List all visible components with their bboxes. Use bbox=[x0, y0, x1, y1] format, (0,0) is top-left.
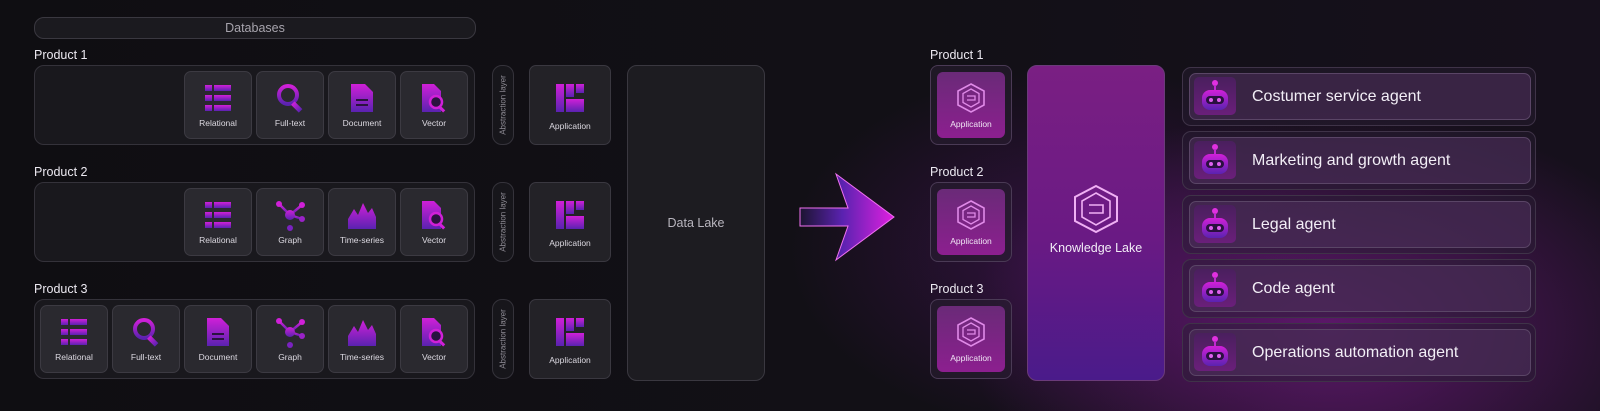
robot-icon bbox=[1202, 336, 1228, 366]
db-label: Graph bbox=[278, 352, 302, 362]
db-label: Relational bbox=[199, 235, 237, 245]
transform-arrow-icon bbox=[799, 172, 895, 262]
application-icon bbox=[556, 318, 584, 346]
application-icon bbox=[556, 201, 584, 229]
abstraction-layer-1: Abstraction layer bbox=[492, 65, 514, 145]
agent-card-operations-automation[interactable]: Operations automation agent bbox=[1182, 323, 1536, 382]
right-application-tile-1[interactable]: Application bbox=[930, 65, 1012, 145]
db-tile-relational[interactable]: Relational bbox=[184, 188, 252, 256]
knowledge-lake: Knowledge Lake bbox=[1027, 65, 1165, 381]
db-tile-graph[interactable]: Graph bbox=[256, 305, 324, 373]
time-series-icon bbox=[348, 203, 376, 229]
application-label: Application bbox=[549, 238, 591, 248]
right-application-tile-2[interactable]: Application bbox=[930, 182, 1012, 262]
right-product-1-label: Product 1 bbox=[930, 48, 984, 62]
graph-icon bbox=[276, 201, 305, 231]
db-tile-document[interactable]: Document bbox=[184, 305, 252, 373]
robot-icon bbox=[1202, 208, 1228, 238]
document-icon bbox=[207, 318, 229, 346]
agent-label: Costumer service agent bbox=[1252, 87, 1421, 105]
databases-header: Databases bbox=[34, 17, 476, 39]
vector-search-icon bbox=[422, 318, 446, 347]
agent-label: Legal agent bbox=[1252, 215, 1336, 233]
magnifier-icon bbox=[277, 84, 303, 113]
db-label: Vector bbox=[421, 235, 447, 245]
db-tile-relational[interactable]: Relational bbox=[40, 305, 108, 373]
robot-icon bbox=[1202, 272, 1228, 302]
db-tile-full-text[interactable]: Full-text bbox=[112, 305, 180, 373]
agent-card-code[interactable]: Code agent bbox=[1182, 259, 1536, 318]
vector-search-icon bbox=[422, 201, 446, 230]
right-product-3-label: Product 3 bbox=[930, 282, 984, 296]
agent-label: Code agent bbox=[1252, 279, 1335, 297]
application-tile-3[interactable]: Application bbox=[529, 299, 611, 379]
db-tile-vector[interactable]: Vector bbox=[400, 71, 468, 139]
application-label: Application bbox=[950, 119, 992, 129]
application-tile-2[interactable]: Application bbox=[529, 182, 611, 262]
db-tile-relational[interactable]: Relational bbox=[184, 71, 252, 139]
db-label: Time-series bbox=[339, 352, 385, 362]
relational-icon bbox=[61, 319, 87, 345]
application-label: Application bbox=[950, 236, 992, 246]
db-label: Graph bbox=[278, 235, 302, 245]
application-icon bbox=[556, 84, 584, 112]
agent-card-marketing-growth[interactable]: Marketing and growth agent bbox=[1182, 131, 1536, 190]
product-1-db-row: Relational Full-text Document Vector bbox=[34, 65, 475, 145]
application-label: Application bbox=[950, 353, 992, 363]
db-tile-full-text[interactable]: Full-text bbox=[256, 71, 324, 139]
application-label: Application bbox=[549, 121, 591, 131]
agent-card-legal[interactable]: Legal agent bbox=[1182, 195, 1536, 254]
application-tile-1[interactable]: Application bbox=[529, 65, 611, 145]
db-tile-document[interactable]: Document bbox=[328, 71, 396, 139]
db-label: Document bbox=[342, 118, 382, 128]
db-tile-graph[interactable]: Graph bbox=[256, 188, 324, 256]
robot-icon bbox=[1202, 144, 1228, 174]
product-3-label: Product 3 bbox=[34, 282, 88, 296]
product-2-label: Product 2 bbox=[34, 165, 88, 179]
db-label: Vector bbox=[421, 352, 447, 362]
agent-card-customer-service[interactable]: Costumer service agent bbox=[1182, 67, 1536, 126]
product-1-label: Product 1 bbox=[34, 48, 88, 62]
vector-search-icon bbox=[422, 84, 446, 113]
knowledge-lake-logo-icon bbox=[1074, 184, 1118, 234]
db-label: Vector bbox=[421, 118, 447, 128]
data-lake: Data Lake bbox=[627, 65, 765, 381]
agent-label: Marketing and growth agent bbox=[1252, 151, 1451, 169]
magnifier-icon bbox=[133, 318, 159, 347]
product-3-db-row: Relational Full-text Document Graph Time… bbox=[34, 299, 475, 379]
product-2-db-row: Relational Graph Time-series Vector bbox=[34, 182, 475, 262]
cube-logo-icon bbox=[957, 83, 985, 113]
agent-label: Operations automation agent bbox=[1252, 343, 1459, 361]
db-label: Time-series bbox=[339, 235, 385, 245]
db-tile-vector[interactable]: Vector bbox=[400, 305, 468, 373]
db-tile-time-series[interactable]: Time-series bbox=[328, 305, 396, 373]
db-label: Document bbox=[198, 352, 238, 362]
application-label: Application bbox=[549, 355, 591, 365]
abstraction-layer-3: Abstraction layer bbox=[492, 299, 514, 379]
knowledge-lake-label: Knowledge Lake bbox=[1049, 241, 1143, 255]
abstraction-layer-2: Abstraction layer bbox=[492, 182, 514, 262]
right-application-tile-3[interactable]: Application bbox=[930, 299, 1012, 379]
cube-logo-icon bbox=[957, 317, 985, 347]
db-tile-vector[interactable]: Vector bbox=[400, 188, 468, 256]
document-icon bbox=[351, 84, 373, 112]
time-series-icon bbox=[348, 320, 376, 346]
db-label: Full-text bbox=[274, 118, 306, 128]
relational-icon bbox=[205, 85, 231, 111]
relational-icon bbox=[205, 202, 231, 228]
db-label: Relational bbox=[55, 352, 93, 362]
robot-icon bbox=[1202, 80, 1228, 110]
cube-logo-icon bbox=[957, 200, 985, 230]
db-label: Full-text bbox=[130, 352, 162, 362]
db-tile-time-series[interactable]: Time-series bbox=[328, 188, 396, 256]
right-product-2-label: Product 2 bbox=[930, 165, 984, 179]
db-label: Relational bbox=[199, 118, 237, 128]
graph-icon bbox=[276, 318, 305, 348]
